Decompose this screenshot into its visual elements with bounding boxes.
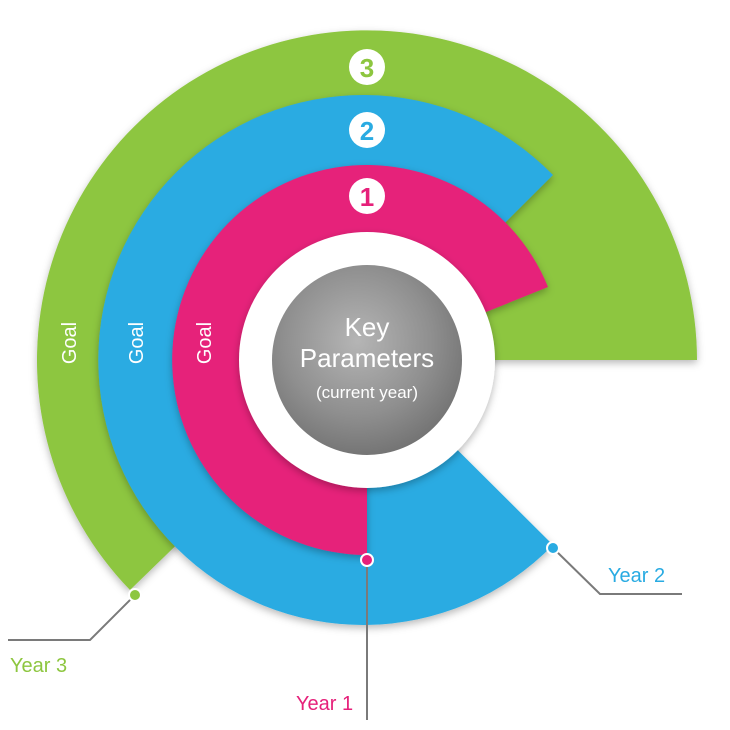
ring-2-number-badge — [349, 112, 385, 148]
center-title-line1: Key — [345, 312, 390, 342]
ring-1-number: 1 — [360, 182, 374, 212]
ring-2-number: 2 — [360, 116, 374, 146]
year-3-leader-line — [8, 594, 136, 641]
center-subtitle: (current year) — [316, 383, 418, 402]
year-1-dot — [360, 553, 374, 567]
ring-3-number: 3 — [360, 53, 374, 83]
year-2-dot — [546, 541, 560, 555]
ring-1-goal-label: Goal — [194, 322, 216, 364]
year-2-label: Year 2 — [608, 565, 665, 587]
ring-3-number-badge — [349, 49, 385, 85]
center-disc — [272, 265, 462, 455]
ring-1-number-badge — [349, 178, 385, 214]
center-title-line2: Parameters — [300, 343, 434, 373]
year-3-dot — [128, 588, 142, 602]
year-1-label: Year 1 — [296, 693, 353, 715]
year-3-label: Year 3 — [10, 655, 67, 677]
ring-3-goal-label: Goal — [59, 322, 81, 364]
year-2-leader-line — [552, 547, 682, 595]
ring-2-goal-label: Goal — [126, 322, 148, 364]
